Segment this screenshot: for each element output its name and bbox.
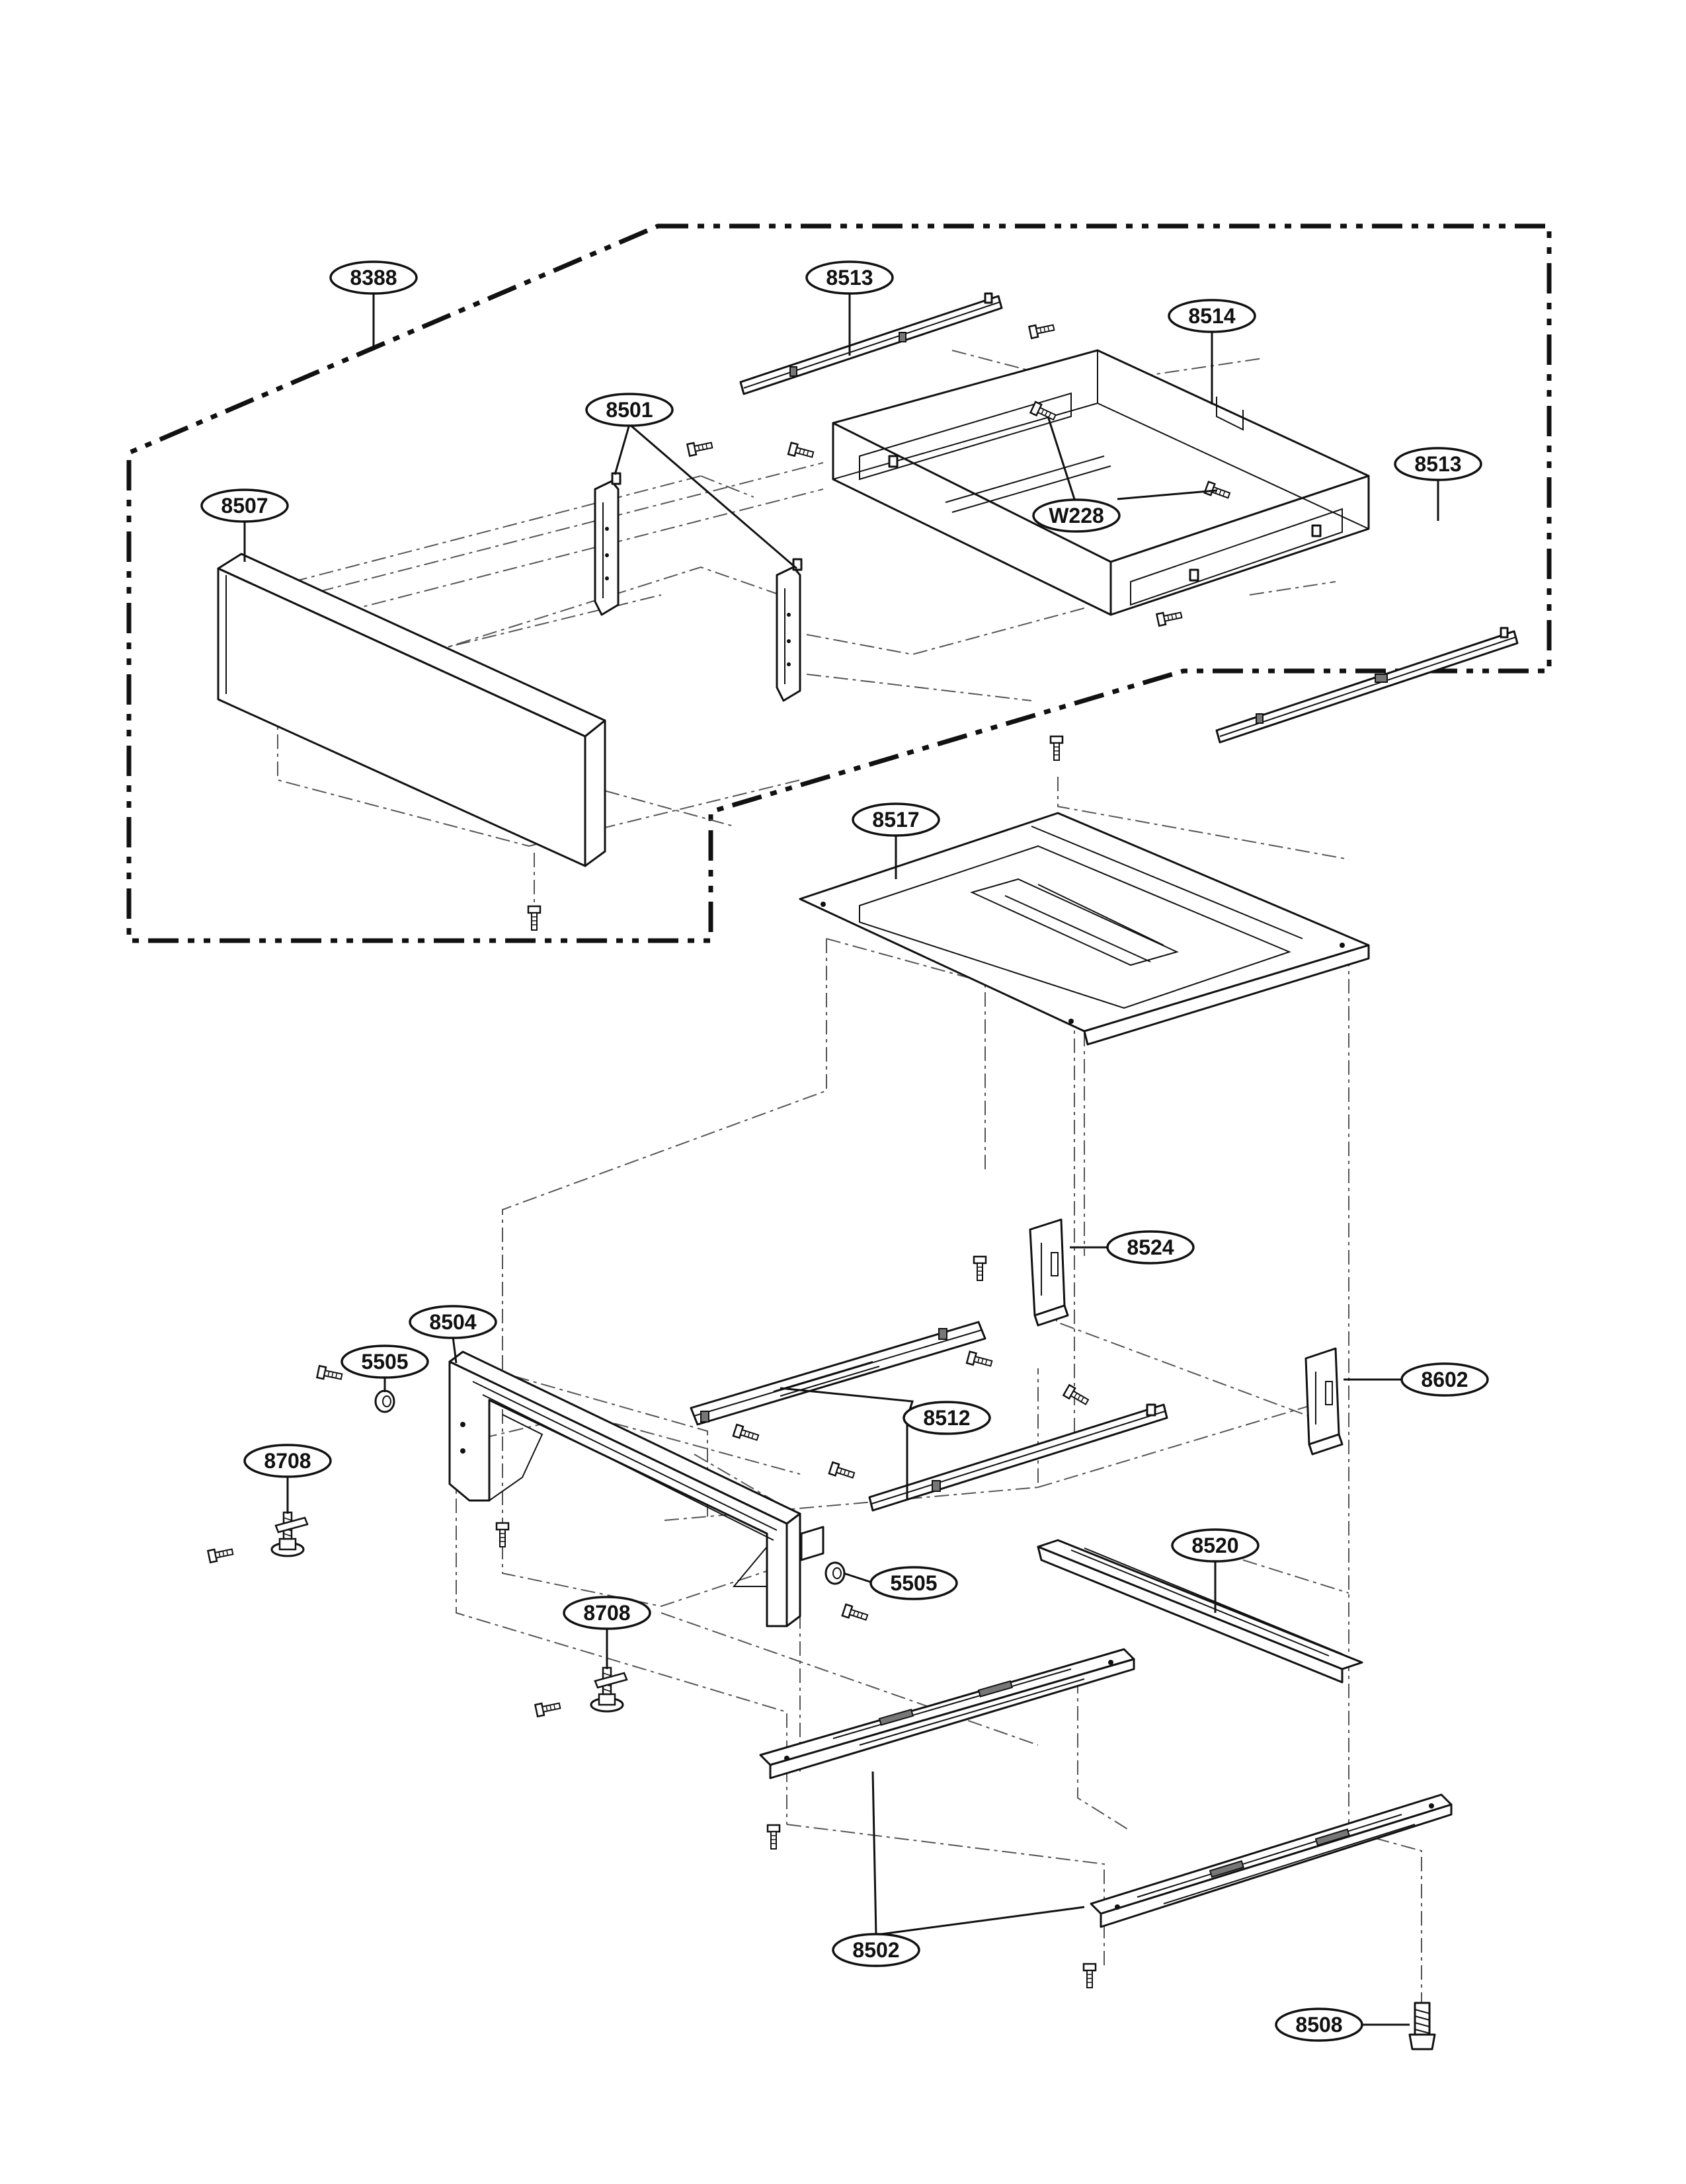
callout-oval xyxy=(832,1933,920,1967)
center-channel xyxy=(1037,1539,1363,1684)
callout-8514: 8514 xyxy=(1168,299,1256,333)
slide-rail-8512-rear xyxy=(868,1403,1168,1512)
screw-icon xyxy=(1028,321,1056,339)
screw-icon xyxy=(1063,1384,1091,1409)
callout-label: 8602 xyxy=(1421,1368,1468,1391)
callout-oval xyxy=(903,1401,991,1435)
screw-icon xyxy=(766,1824,781,1850)
callout-8513: 8513 xyxy=(1394,447,1482,481)
leveling-leg xyxy=(1408,2002,1436,2050)
callout-oval xyxy=(1168,299,1256,333)
drawer-front-panel xyxy=(217,553,606,867)
callout-oval xyxy=(200,488,289,523)
screw-icon xyxy=(965,1350,994,1370)
drawer-slide-rail-lower xyxy=(1215,627,1519,744)
drawer-slide-rail-upper xyxy=(739,292,1003,395)
screw-icon xyxy=(1082,1963,1097,1989)
callout-label: 8520 xyxy=(1191,1534,1238,1557)
callout-8708: 8708 xyxy=(563,1596,651,1630)
callout-label: 8514 xyxy=(1188,304,1235,328)
base-rail-front xyxy=(759,1648,1135,1779)
callout-label: 8512 xyxy=(923,1406,970,1430)
callout-8507: 8507 xyxy=(200,488,289,523)
front-frame xyxy=(448,1350,824,1627)
callout-labels: 8388 8513 8514 8501 8513 8507 W228 8517 8524 8504… xyxy=(200,260,1489,2042)
callout-8501: 8501 xyxy=(585,393,674,427)
callout-label: 5505 xyxy=(890,1571,937,1595)
callout-oval xyxy=(409,1305,497,1339)
callout-label: 8708 xyxy=(264,1449,311,1473)
screw-icon xyxy=(527,905,542,931)
callout-oval xyxy=(1400,1362,1489,1397)
callout-8504: 8504 xyxy=(409,1305,497,1339)
callout-label: 8708 xyxy=(583,1601,630,1625)
callout-8502: 8502 xyxy=(832,1933,920,1967)
callout-label: W228 xyxy=(1049,504,1104,527)
screw-icon xyxy=(841,1603,869,1624)
nut-icon xyxy=(824,1561,846,1585)
base-rail-rear xyxy=(1090,1793,1453,1928)
leveling-foot-icon xyxy=(590,1666,628,1713)
callout-oval xyxy=(869,1566,958,1600)
callout-oval xyxy=(585,393,674,427)
screw-icon xyxy=(316,1365,344,1384)
screw-icon xyxy=(1156,608,1184,627)
drawer-bracket-right xyxy=(776,558,803,702)
drawer-bracket-left xyxy=(594,472,622,616)
callout-8602: 8602 xyxy=(1400,1362,1489,1397)
callout-label: 8513 xyxy=(1414,452,1461,476)
callout-8388: 8388 xyxy=(329,260,418,295)
callout-label: 8524 xyxy=(1127,1235,1174,1259)
screw-icon xyxy=(1049,735,1064,761)
screw-icon xyxy=(973,1255,987,1282)
callout-oval xyxy=(1106,1230,1195,1265)
callout-oval xyxy=(1032,498,1121,533)
callout-oval xyxy=(341,1345,429,1379)
callout-oval xyxy=(329,260,418,295)
leveling-foot-icon xyxy=(270,1511,309,1557)
callout-oval xyxy=(1394,447,1482,481)
callout-oval xyxy=(852,802,940,837)
callout-8513: 8513 xyxy=(805,260,894,295)
callout-oval xyxy=(1171,1528,1260,1563)
screw-icon xyxy=(495,1522,510,1548)
callout-oval xyxy=(805,260,894,295)
drawer-assembly-boundary xyxy=(126,223,1552,943)
callout-label: 8507 xyxy=(221,494,268,518)
callout-oval xyxy=(243,1444,332,1478)
callout-label: 8508 xyxy=(1295,2013,1342,2037)
callout-8520: 8520 xyxy=(1171,1528,1260,1563)
screw-icon xyxy=(732,1423,760,1444)
callout-8708: 8708 xyxy=(243,1444,332,1478)
callout-5505: 5505 xyxy=(341,1345,429,1379)
callout-8524: 8524 xyxy=(1106,1230,1195,1265)
callout-8517: 8517 xyxy=(852,802,940,837)
screw-icon xyxy=(534,1699,562,1717)
callout-w228: W228 xyxy=(1032,498,1121,533)
nut-icon xyxy=(374,1389,395,1413)
side-bracket-8602 xyxy=(1305,1347,1344,1456)
side-bracket-8524 xyxy=(1029,1218,1069,1327)
drawer-base-pan xyxy=(799,812,1370,1046)
callout-label: 8513 xyxy=(826,266,873,290)
drawer-tub xyxy=(832,349,1370,616)
screw-icon xyxy=(787,442,815,461)
screw-icon xyxy=(828,1461,856,1482)
callout-label: 8504 xyxy=(429,1310,476,1334)
callout-5505: 5505 xyxy=(869,1566,958,1600)
callout-8512: 8512 xyxy=(903,1401,991,1435)
callout-label: 5505 xyxy=(361,1350,408,1374)
callout-label: 8517 xyxy=(872,808,919,832)
callout-label: 8388 xyxy=(350,266,397,290)
callout-label: 8501 xyxy=(606,398,653,422)
callout-label: 8502 xyxy=(852,1938,899,1962)
callout-oval xyxy=(1275,2008,1363,2042)
screw-icon xyxy=(686,438,714,457)
screw-icon xyxy=(207,1545,235,1563)
slide-rail-8512-front xyxy=(690,1321,986,1426)
callout-8508: 8508 xyxy=(1275,2008,1363,2042)
callout-oval xyxy=(563,1596,651,1630)
